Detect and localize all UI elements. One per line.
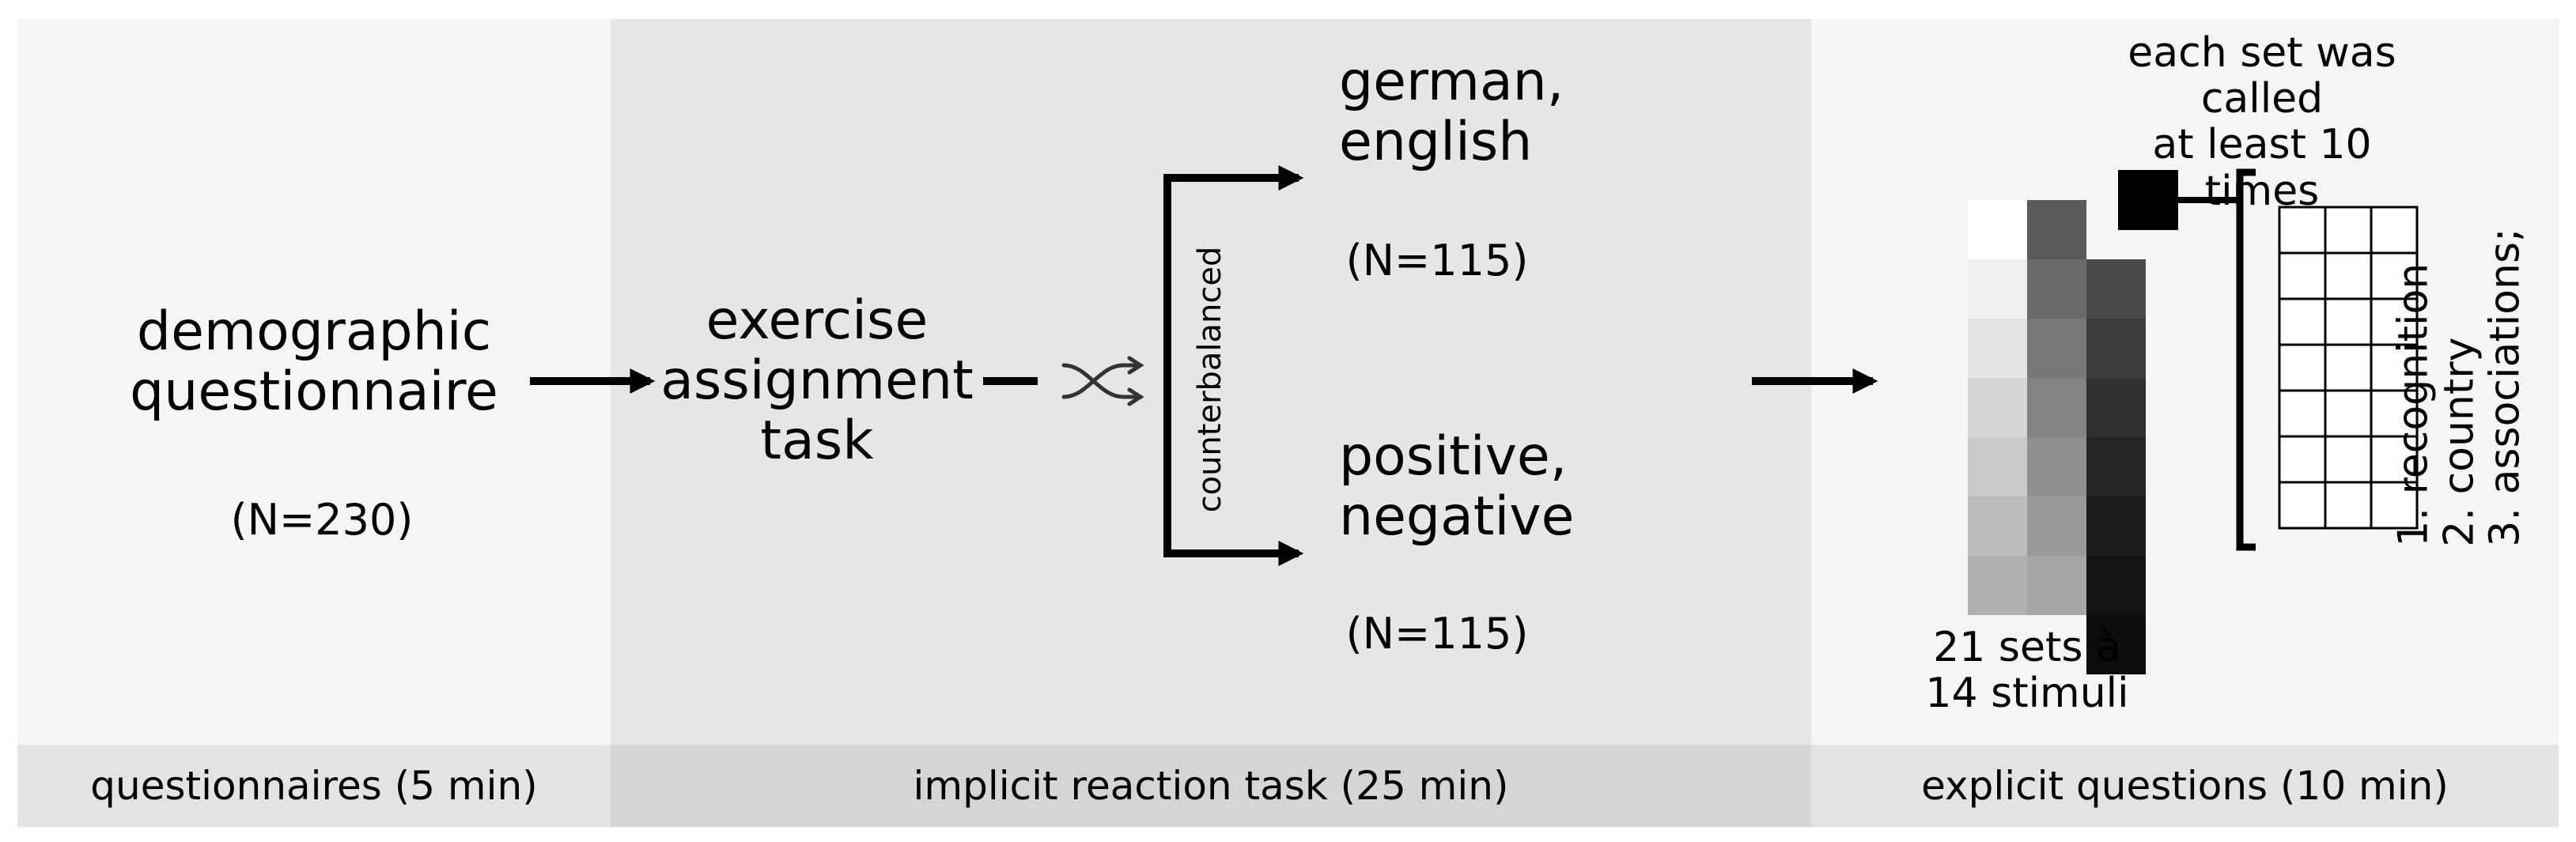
footer-implicit-task-label: implicit reaction task (25 min) bbox=[913, 763, 1509, 809]
grid-cell bbox=[2370, 481, 2419, 530]
stimulus-swatch bbox=[1968, 437, 2027, 497]
explicit-question-items-text: 1. recognition 2. country 3. association… bbox=[2389, 228, 2530, 547]
grid-cell bbox=[2370, 343, 2419, 392]
branch-bottom-text: positive, negative bbox=[1339, 425, 1575, 549]
grid-cell bbox=[2324, 435, 2373, 484]
stimulus-swatch bbox=[2027, 200, 2086, 259]
footer-questionnaires: questionnaires (5 min) bbox=[17, 745, 611, 827]
demographic-questionnaire-text: demographic questionnaire bbox=[130, 300, 498, 424]
grid-cell bbox=[2324, 343, 2373, 392]
stimulus-swatch bbox=[2086, 437, 2146, 497]
grid-cell bbox=[2324, 481, 2373, 530]
grid-cell bbox=[2278, 297, 2327, 346]
grid-cell bbox=[2278, 389, 2327, 438]
grid-cell bbox=[2324, 251, 2373, 300]
stimulus-swatch bbox=[2027, 556, 2086, 615]
stimulus-swatch bbox=[2086, 497, 2146, 556]
stimulus-swatch bbox=[2027, 437, 2086, 497]
exercise-task-text: exercise assignment task bbox=[660, 289, 974, 473]
questionnaire-sample-size: (N=230) bbox=[230, 495, 414, 545]
grid-cell bbox=[2370, 389, 2419, 438]
stimulus-swatch bbox=[2086, 556, 2146, 615]
exercise-task-title: exercise assignment task bbox=[660, 289, 974, 473]
calls-note: each set was called at least 10 times bbox=[2105, 30, 2419, 214]
stimulus-swatch bbox=[2086, 259, 2146, 319]
grid-cell bbox=[2370, 297, 2419, 346]
branch-top-title: german, english bbox=[1339, 51, 1564, 174]
grid-cell bbox=[2324, 297, 2373, 346]
grid-cell bbox=[2278, 343, 2327, 392]
implicit-task-panel bbox=[611, 19, 1811, 745]
stimulus-swatch bbox=[2086, 615, 2146, 674]
grid-cell bbox=[2370, 206, 2419, 255]
stimulus-swatch bbox=[1968, 259, 2027, 319]
grid-cell bbox=[2278, 251, 2327, 300]
stimulus-swatch bbox=[1968, 319, 2027, 378]
footer-implicit-task: implicit reaction task (25 min) bbox=[611, 745, 1811, 827]
branch-bottom-sample-size: (N=115) bbox=[1345, 609, 1529, 659]
stimulus-swatch bbox=[1968, 378, 2027, 437]
grid-bracket bbox=[2236, 168, 2256, 551]
stimulus-swatch bbox=[1968, 556, 2027, 615]
stimulus-swatch bbox=[2027, 497, 2086, 556]
stimulus-swatch bbox=[1968, 497, 2027, 556]
stimulus-swatch bbox=[2086, 319, 2146, 378]
demographic-questionnaire-title: demographic questionnaire bbox=[130, 300, 498, 424]
stimulus-swatch bbox=[2086, 378, 2146, 437]
grid-cell bbox=[2278, 481, 2327, 530]
stimulus-swatches bbox=[1968, 200, 2146, 674]
footer-explicit-questions-label: explicit questions (10 min) bbox=[1921, 763, 2449, 809]
calls-note-text: each set was called at least 10 times bbox=[2128, 29, 2396, 215]
grid-cell bbox=[2324, 389, 2373, 438]
stimulus-swatch bbox=[2027, 378, 2086, 437]
branch-top-text: german, english bbox=[1339, 51, 1564, 174]
questionnaires-panel bbox=[17, 19, 611, 745]
explicit-questions-panel bbox=[1811, 19, 2559, 745]
explicit-question-items: 1. recognition 2. country 3. association… bbox=[2389, 228, 2530, 547]
grid-icon bbox=[2278, 206, 2419, 530]
branch-top-sample-size: (N=115) bbox=[1345, 236, 1529, 285]
sets-note-text: 21 sets à 14 stimuli bbox=[1925, 624, 2129, 718]
shuffle-icon bbox=[1061, 356, 1144, 406]
grid-cell bbox=[2370, 251, 2419, 300]
footer-questionnaires-label: questionnaires (5 min) bbox=[90, 763, 538, 809]
branch-bottom-title: positive, negative bbox=[1339, 425, 1575, 549]
grid-cell bbox=[2370, 435, 2419, 484]
square-marker-icon bbox=[2118, 170, 2178, 230]
counterbalanced-label: counterbalanced bbox=[1192, 246, 1228, 513]
footer-explicit-questions: explicit questions (10 min) bbox=[1811, 745, 2559, 827]
stimulus-swatch bbox=[1968, 200, 2027, 259]
bracket-icon bbox=[1163, 164, 1304, 567]
stimulus-swatch bbox=[2027, 259, 2086, 319]
stimulus-swatch bbox=[2027, 319, 2086, 378]
grid-cell bbox=[2278, 435, 2327, 484]
sets-note: 21 sets à 14 stimuli bbox=[1925, 624, 2129, 718]
